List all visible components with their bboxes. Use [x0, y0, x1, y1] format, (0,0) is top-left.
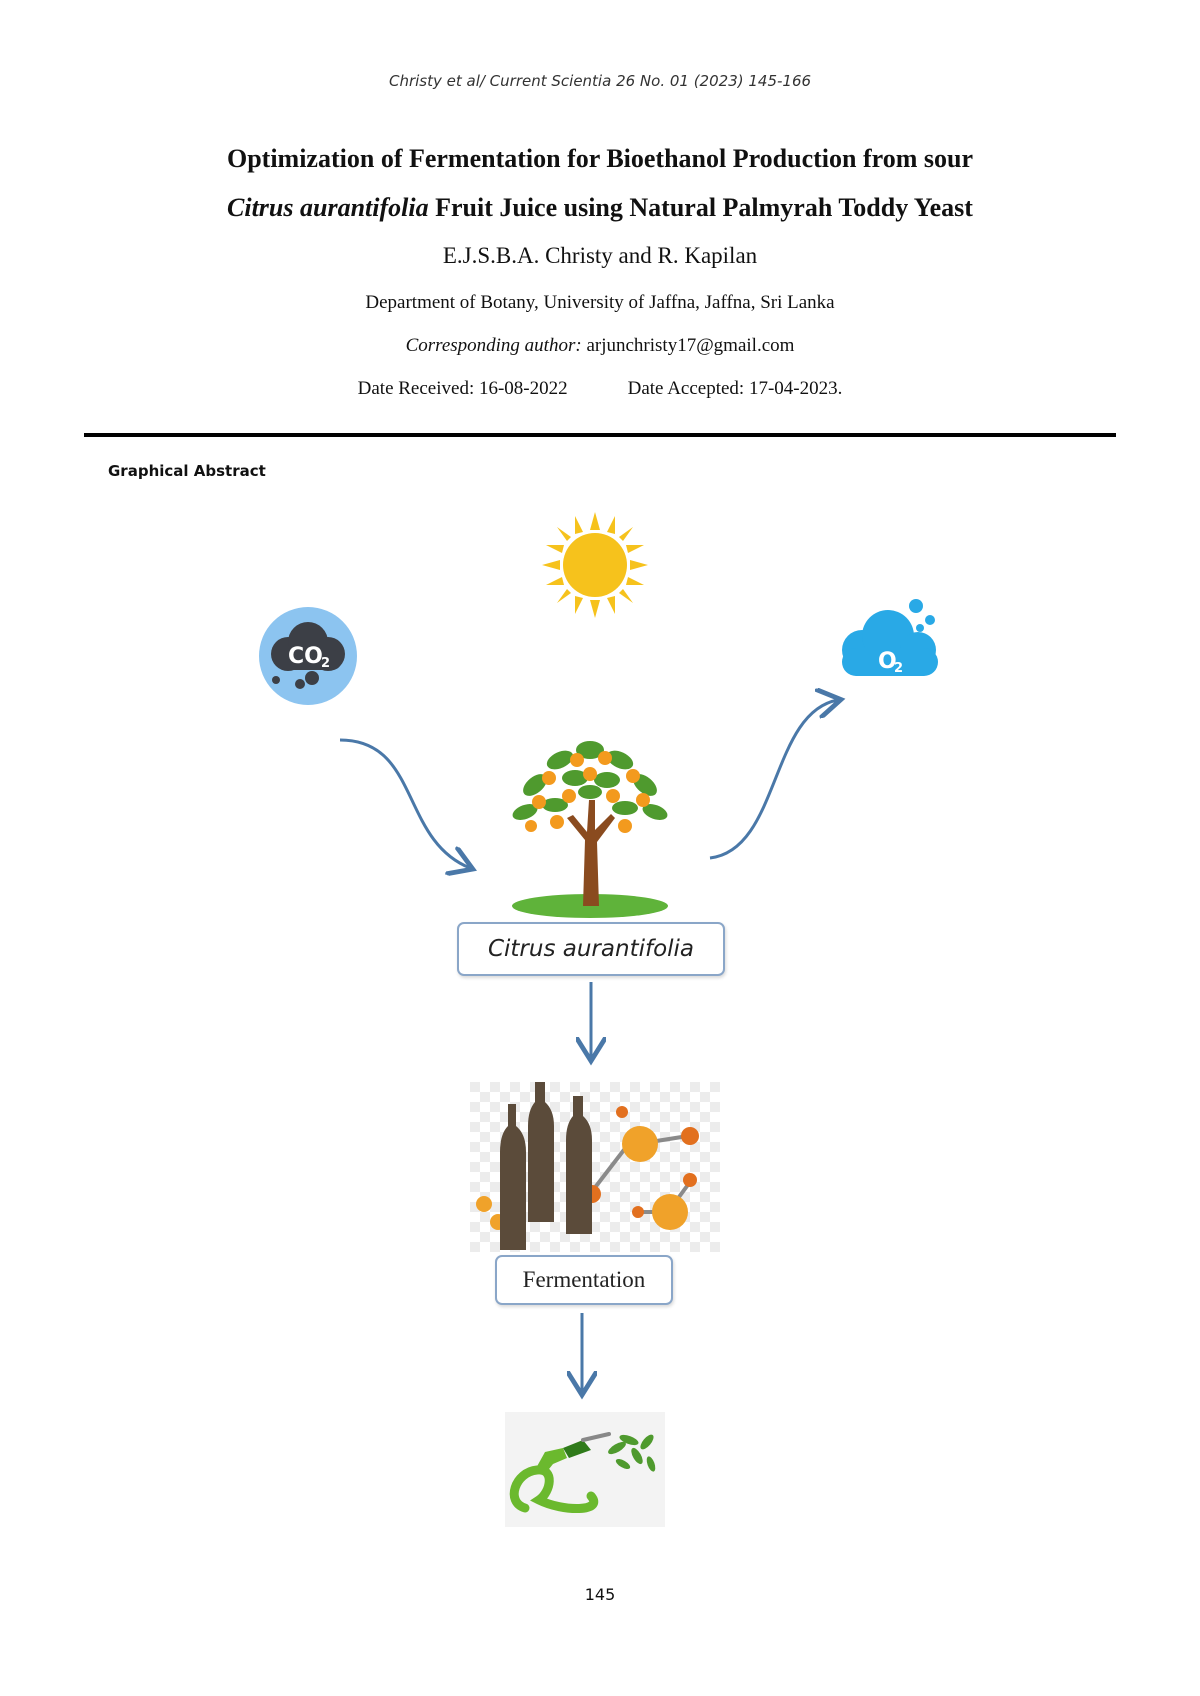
page-number: 145 [0, 1585, 1200, 1604]
arrow-co2-to-plant [340, 740, 470, 868]
citrus-tree-icon [505, 730, 675, 920]
biofuel-nozzle-icon [505, 1412, 665, 1527]
process-label-box: Fermentation [495, 1255, 673, 1305]
plant-label-box: Citrus aurantifolia [457, 922, 725, 976]
bottles-molecules-icon [470, 1082, 720, 1252]
process-label: Fermentation [523, 1267, 646, 1293]
plant-label: Citrus aurantifolia [488, 936, 694, 962]
arrow-plant-to-o2 [710, 700, 838, 858]
